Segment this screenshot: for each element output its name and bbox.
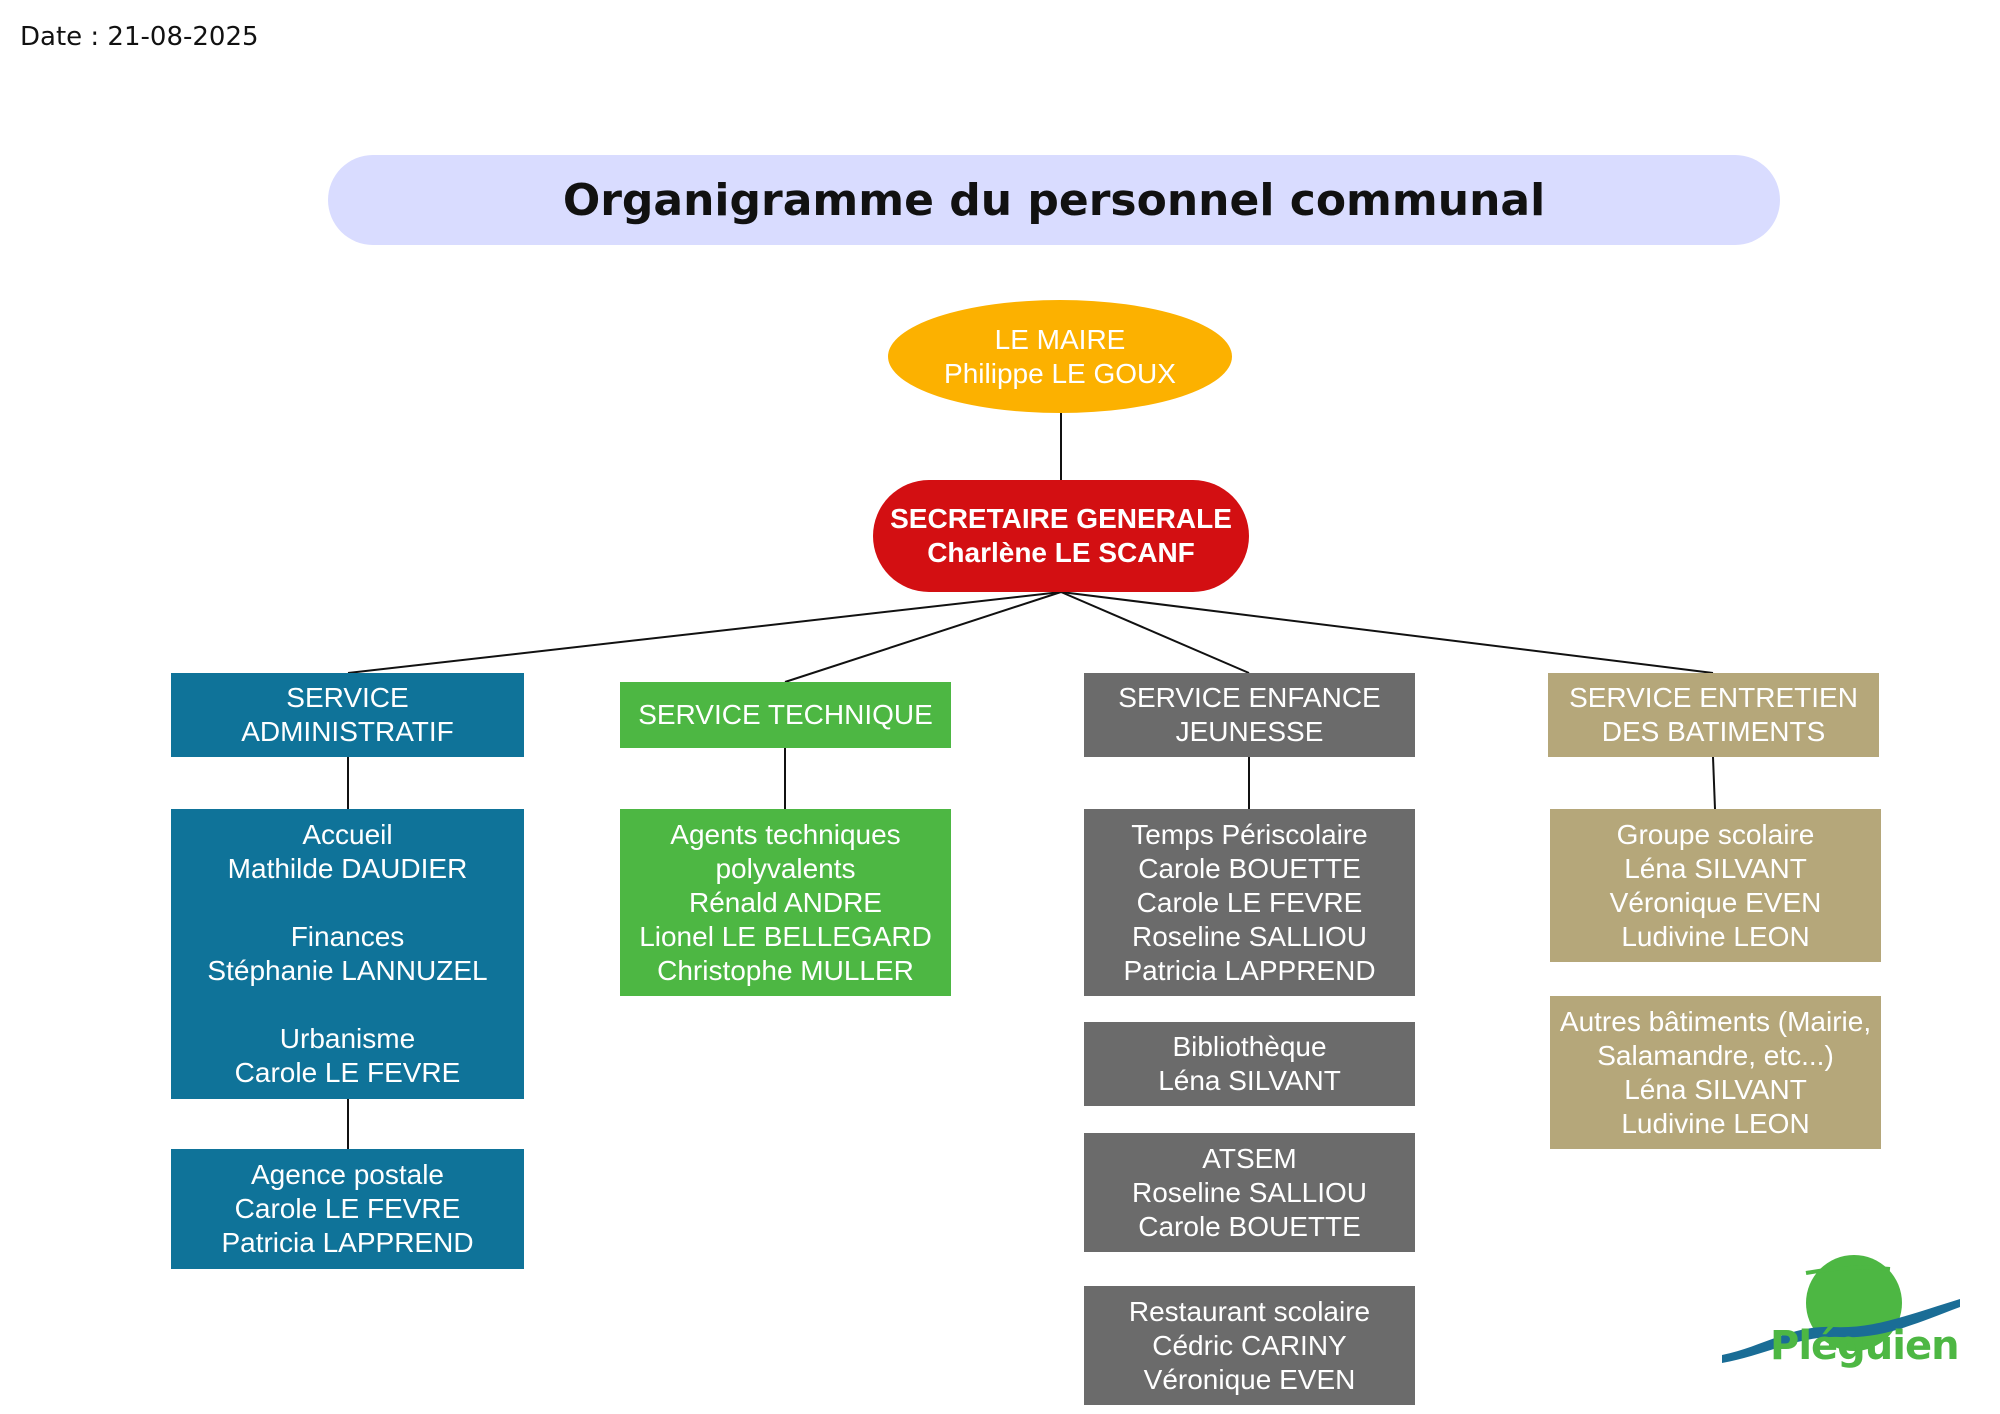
node-text-line: Roseline SALLIOU bbox=[1131, 1176, 1367, 1208]
connector-secretary-admin bbox=[347, 591, 1062, 674]
date-label: Date : 21-08-2025 bbox=[20, 22, 259, 52]
node-text-line: SERVICE bbox=[286, 682, 409, 713]
node-text-line: polyvalents bbox=[715, 852, 856, 884]
node-text-line: Carole LE FEVRE bbox=[234, 1193, 461, 1224]
node-text-line: Léna SILVANT bbox=[1624, 852, 1807, 884]
node-text-line: Mathilde DAUDIER bbox=[227, 853, 468, 884]
node-text-line: SECRETAIRE GENERALE bbox=[890, 503, 1232, 534]
node-text-line: Ludivine LEON bbox=[1621, 920, 1810, 952]
node-text-line: ADMINISTRATIF bbox=[241, 716, 454, 747]
node-text-line: Charlène LE SCANF bbox=[927, 537, 1195, 568]
node-text-line: SERVICE ENTRETIEN bbox=[1569, 682, 1858, 713]
node-text-line: JEUNESSE bbox=[1175, 716, 1324, 747]
connector-secretary-entretien bbox=[1060, 591, 1714, 674]
page-title: Organigramme du personnel communal bbox=[562, 174, 1546, 226]
connector-secretary-tech bbox=[784, 591, 1062, 683]
node-text-line: Finances bbox=[290, 921, 405, 952]
node-text-line: Bibliothèque bbox=[1172, 1031, 1327, 1062]
node-text-line: Agence postale bbox=[250, 1159, 445, 1190]
node-text-line: Patricia LAPPREND bbox=[221, 1227, 474, 1258]
node-text-line: Temps Périscolaire bbox=[1131, 818, 1368, 850]
logo-text: Pléguien bbox=[1770, 1323, 1960, 1369]
node-text-line: Urbanisme bbox=[279, 1023, 416, 1054]
node-text-line: Léna SILVANT bbox=[1624, 1073, 1807, 1105]
node-text-line: SERVICE ENFANCE bbox=[1118, 682, 1381, 713]
node-text-line: Rénald ANDRE bbox=[689, 886, 882, 918]
service-tech-node: SERVICE TECHNIQUE bbox=[620, 682, 951, 748]
node-text-line: Lionel LE BELLEGARD bbox=[639, 920, 932, 952]
title-banner: Organigramme du personnel communal bbox=[328, 155, 1780, 245]
node-text-line: Carole LE FEVRE bbox=[1136, 886, 1363, 918]
node-text-line: Christophe MULLER bbox=[657, 954, 914, 986]
node-text-line: Agents techniques bbox=[670, 818, 901, 850]
node-text-line: ATSEM bbox=[1202, 1142, 1297, 1174]
node-text-line: Ludivine LEON bbox=[1621, 1107, 1810, 1139]
unit-entretien-autres-node: Autres bâtiments (Mairie,Salamandre, etc… bbox=[1550, 996, 1881, 1149]
pleguien-logo-icon bbox=[1722, 1255, 1960, 1363]
node-text-line: Cédric CARINY bbox=[1152, 1329, 1347, 1361]
node-text-line: SERVICE TECHNIQUE bbox=[638, 699, 933, 730]
node-text-line: Patricia LAPPREND bbox=[1123, 954, 1376, 986]
node-text-line: Stéphanie LANNUZEL bbox=[207, 955, 488, 986]
connector-entretien-groupe bbox=[1712, 756, 1716, 810]
node-text-line: LE MAIRE bbox=[994, 323, 1126, 355]
node-text-line: Carole BOUETTE bbox=[1138, 852, 1361, 884]
node-text-line: Léna SILVANT bbox=[1158, 1065, 1341, 1096]
node-text-line: Véronique EVEN bbox=[1609, 886, 1822, 918]
node-text-line: Groupe scolaire bbox=[1616, 818, 1815, 850]
node-text-line: Accueil bbox=[302, 819, 393, 850]
pleguien-logo: Pléguien bbox=[1722, 1255, 1960, 1390]
node-text-line: Carole LE FEVRE bbox=[234, 1057, 461, 1088]
node-text-line: Restaurant scolaire bbox=[1128, 1295, 1371, 1327]
node-text-line: DES BATIMENTS bbox=[1601, 716, 1826, 747]
node-text-line: Carole BOUETTE bbox=[1138, 1210, 1361, 1242]
connector-secretary-enfance bbox=[1060, 591, 1250, 674]
node-text-line: Salamandre, etc...) bbox=[1597, 1039, 1834, 1071]
node-text-line: Philippe LE GOUX bbox=[944, 357, 1176, 389]
node-text-line: Roseline SALLIOU bbox=[1131, 920, 1367, 952]
node-text-line: Autres bâtiments (Mairie, bbox=[1559, 1005, 1872, 1037]
node-text-line: Véronique EVEN bbox=[1143, 1363, 1356, 1395]
